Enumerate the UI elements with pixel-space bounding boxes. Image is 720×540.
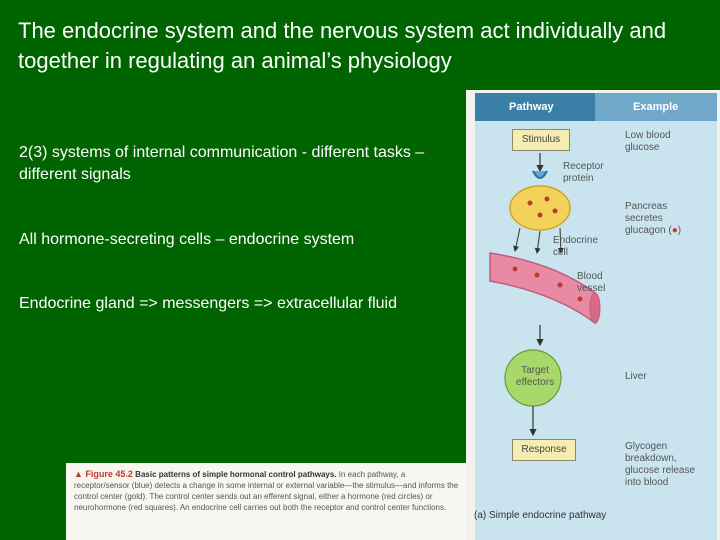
- receptor-icon: [532, 170, 548, 179]
- hormone-dot: [557, 282, 563, 288]
- example-liver: Liver: [625, 371, 647, 382]
- pathway-diagram: [489, 153, 601, 437]
- hormone-dot: [512, 266, 518, 272]
- response-box: Response: [512, 439, 576, 461]
- figure-caption: ▲ Figure 45.2 Basic patterns of simple h…: [66, 463, 466, 540]
- arrow-cell-vessel: [534, 230, 541, 254]
- caption-text: In each pathway, a receptor/sensor (blue…: [74, 470, 459, 512]
- figure-subtitle: (a) Simple endocrine pathway: [474, 510, 607, 521]
- endocrine-cell-icon: [509, 185, 571, 231]
- hormone-dot-icon: ●: [671, 225, 678, 236]
- bullet-endocrine-gland: Endocrine gland => messengers => extrace…: [19, 295, 397, 312]
- blood-vessel-end: [589, 292, 601, 324]
- hormone-dot: [544, 196, 550, 202]
- bullet-communication: 2(3) systems of internal communication -…: [19, 144, 425, 183]
- arrow-cell-vessel: [557, 227, 564, 254]
- hormone-dot: [577, 296, 583, 302]
- endocrine-pathway-figure: Pathway Example: [466, 90, 720, 540]
- figure-number: ▲ Figure 45.2: [74, 469, 133, 479]
- hormone-dot: [552, 208, 558, 214]
- bullet-hormone-cells: All hormone-secreting cells – endocrine …: [19, 231, 355, 248]
- hormone-dot: [537, 212, 543, 218]
- stimulus-box: Stimulus: [512, 129, 570, 151]
- slide-title: The endocrine system and the nervous sys…: [18, 18, 667, 73]
- hormone-dot: [527, 200, 533, 206]
- hormone-dot: [534, 272, 540, 278]
- pathway-column-header: Pathway: [475, 93, 595, 121]
- example-column-header: Example: [595, 93, 717, 121]
- arrow-cell-vessel: [513, 227, 521, 252]
- figure-heading: Basic patterns of simple hormonal contro…: [135, 470, 337, 479]
- figure-panel: Pathway Example: [475, 93, 717, 540]
